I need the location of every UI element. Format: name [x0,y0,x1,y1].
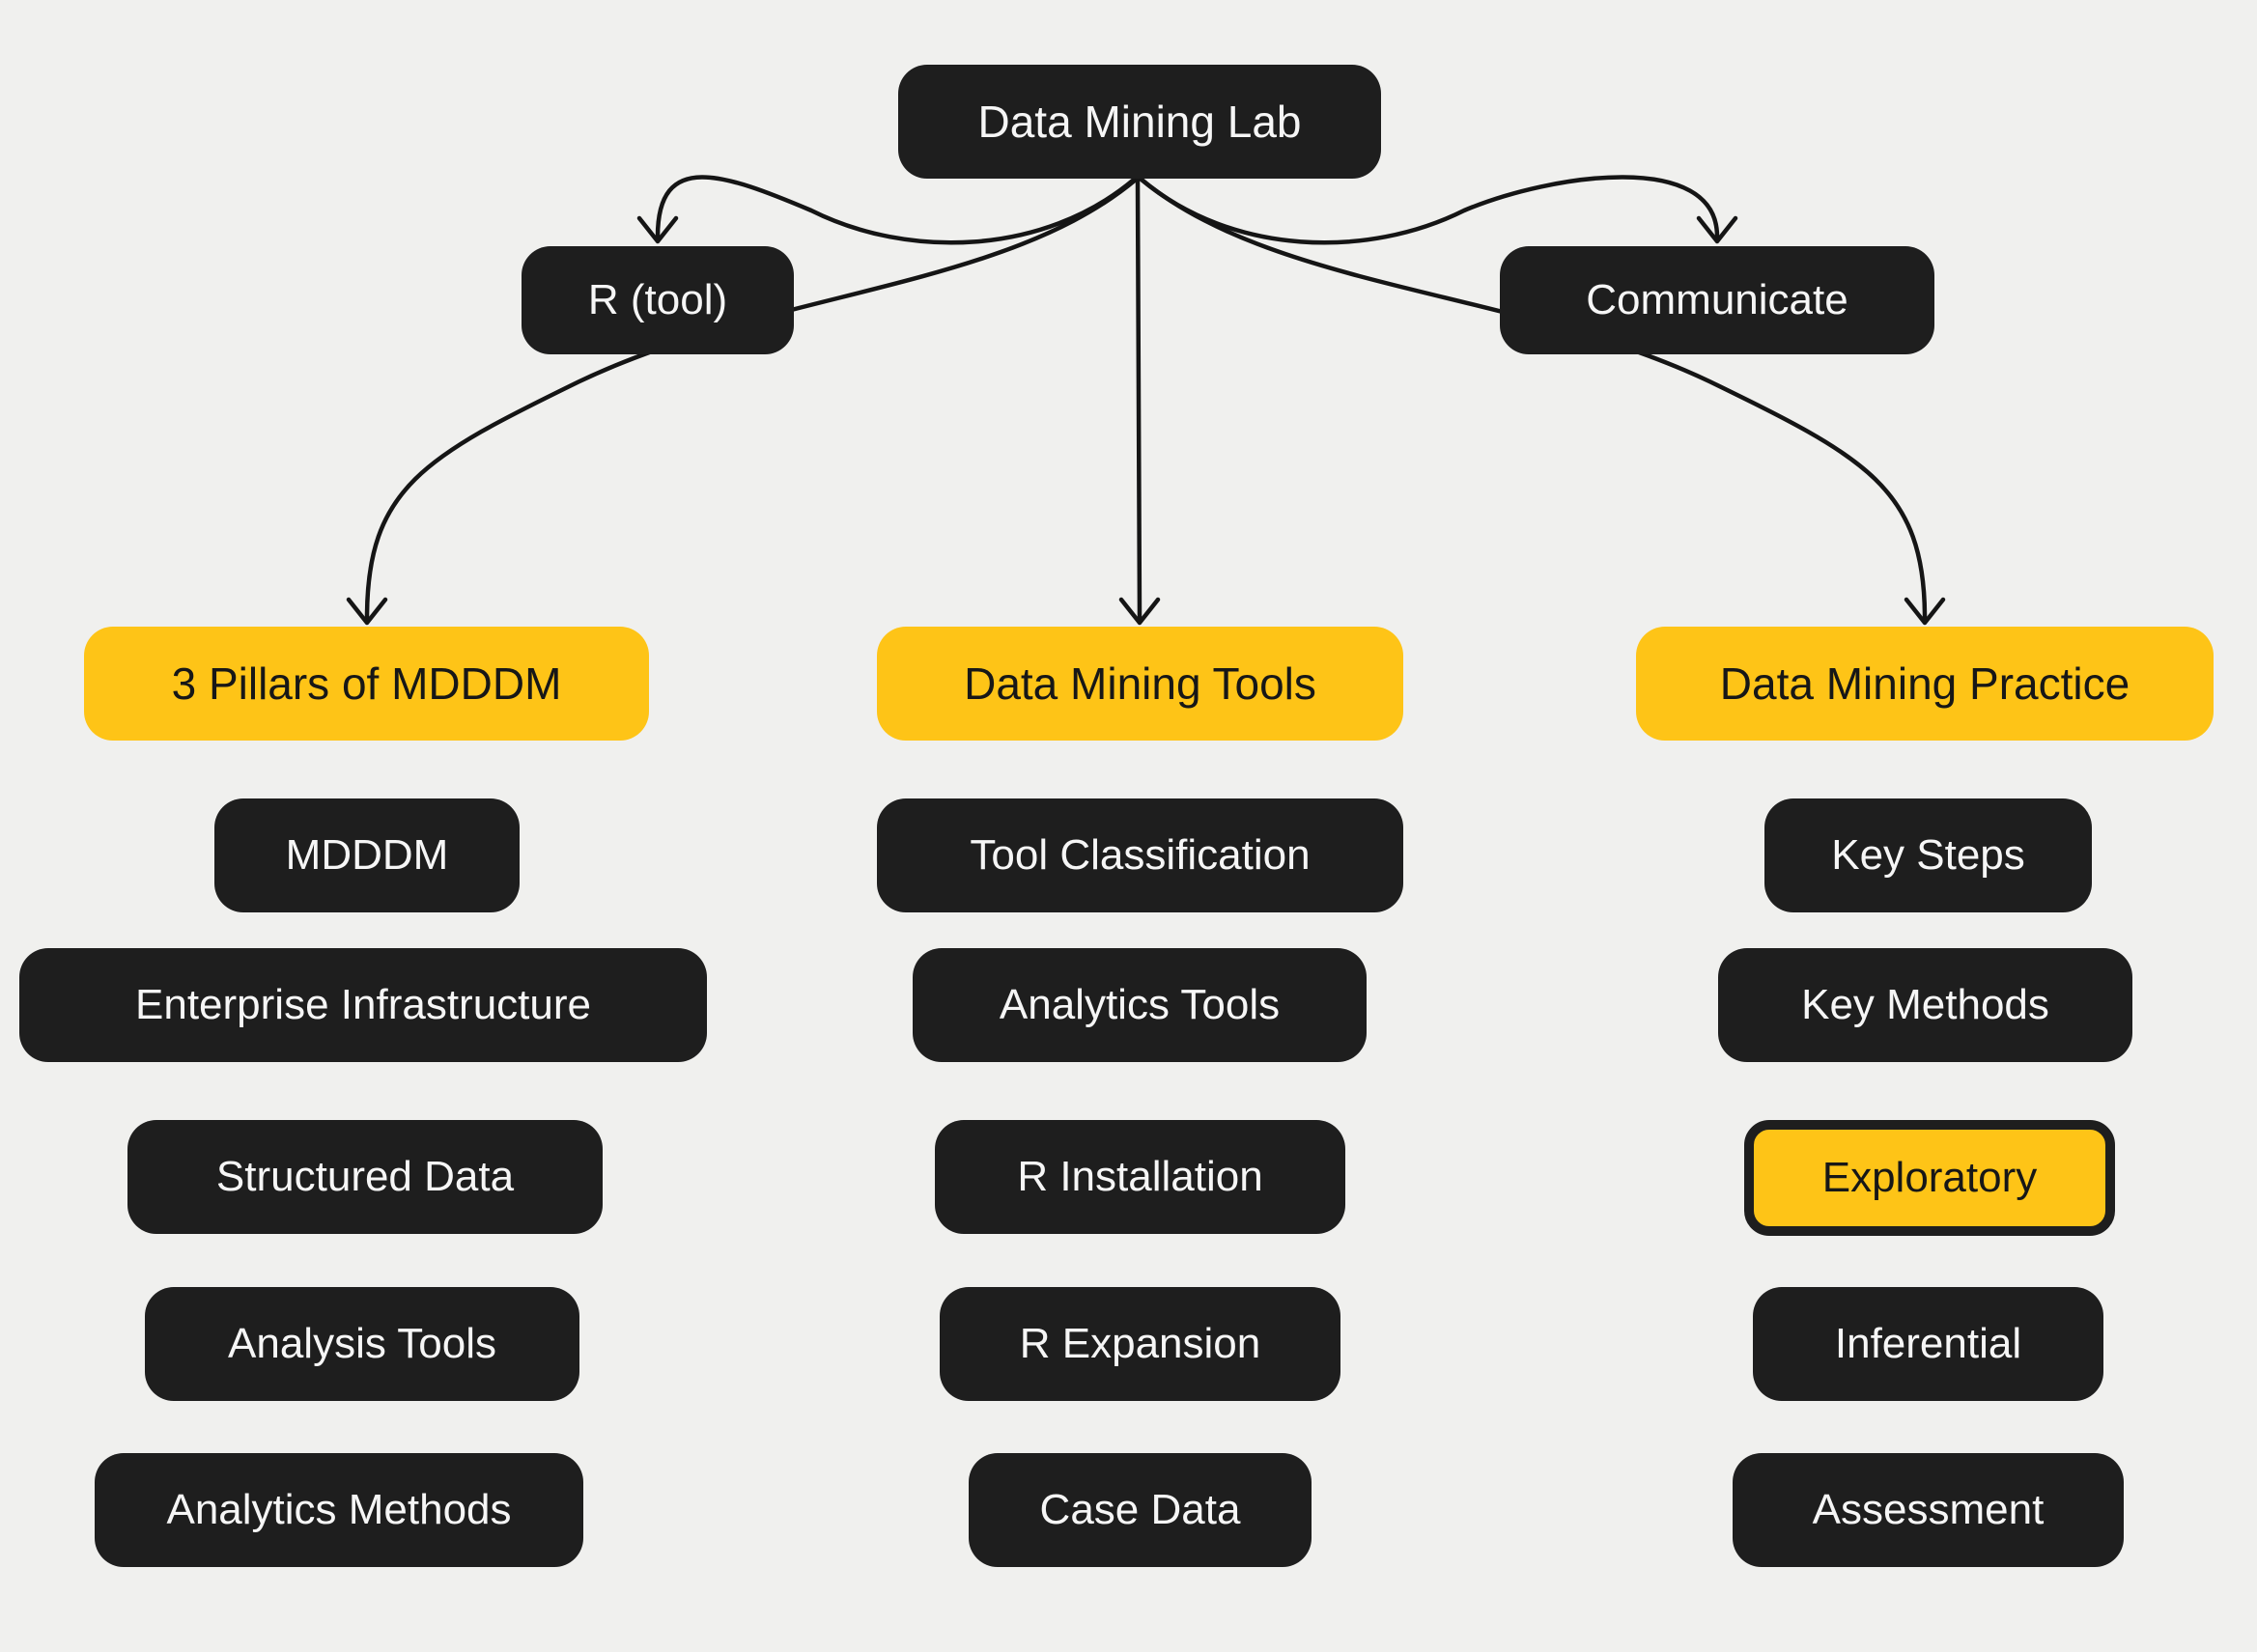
node-inferential[interactable]: Inferential [1753,1287,2103,1401]
arrow-root-to-communicate [1139,175,1720,245]
node-3-pillars-of-mdddm[interactable]: 3 Pillars of MDDDM [84,627,649,741]
node-label: Exploratory [1821,1154,2038,1201]
node-label: Case Data [1039,1486,1241,1533]
node-data-mining-practice[interactable]: Data Mining Practice [1636,627,2214,741]
node-label: Key Steps [1831,831,2025,879]
node-label: Data Mining Tools [964,658,1316,709]
node-assessment[interactable]: Assessment [1733,1453,2124,1567]
node-label: MDDDM [285,831,449,879]
node-case-data[interactable]: Case Data [969,1453,1312,1567]
node-tool-classification[interactable]: Tool Classification [877,798,1403,912]
arrowhead-tools [1118,597,1161,626]
node-data-mining-tools[interactable]: Data Mining Tools [877,627,1403,741]
node-label: Assessment [1812,1486,2045,1533]
arrowhead-communicate [1696,215,1738,244]
node-exploratory[interactable]: Exploratory [1744,1120,2115,1236]
node-key-methods[interactable]: Key Methods [1718,948,2132,1062]
node-label: R (tool) [587,276,728,323]
node-key-steps[interactable]: Key Steps [1764,798,2092,912]
node-analytics-methods[interactable]: Analytics Methods [95,1453,583,1567]
node-label: Communicate [1586,276,1848,323]
node-label: Inferential [1834,1320,2022,1367]
node-analytics-tools[interactable]: Analytics Tools [913,948,1367,1062]
node-label: R Installation [1017,1153,1263,1200]
node-label: Data Mining Practice [1719,658,2130,709]
node-label: Analytics Tools [999,981,1281,1028]
node-label: 3 Pillars of MDDDM [171,658,562,709]
node-communicate[interactable]: Communicate [1500,246,1934,354]
node-label: Structured Data [215,1153,515,1200]
arrowhead-pillars [346,597,388,626]
node-mdddm[interactable]: MDDDM [214,798,520,912]
node-analysis-tools[interactable]: Analysis Tools [145,1287,579,1401]
node-label: Tool Classification [970,831,1311,879]
node-r-tool[interactable]: R (tool) [522,246,794,354]
node-label: Enterprise Infrastructure [135,981,591,1028]
arrow-root-to-tools [1135,177,1143,621]
arrowhead-r-tool [636,215,679,244]
node-label: Key Methods [1801,981,2049,1028]
node-r-expansion[interactable]: R Expansion [940,1287,1340,1401]
node-data-mining-lab[interactable]: Data Mining Lab [898,65,1381,179]
node-structured-data[interactable]: Structured Data [127,1120,603,1234]
node-label: R Expansion [1019,1320,1261,1367]
node-label: Data Mining Lab [977,97,1302,147]
arrowhead-practice [1904,597,1946,626]
node-enterprise-infrastructure[interactable]: Enterprise Infrastructure [19,948,707,1062]
node-label: Analytics Methods [166,1486,512,1533]
node-r-installation[interactable]: R Installation [935,1120,1345,1234]
node-label: Analysis Tools [228,1320,496,1367]
arrow-root-to-r-tool [655,175,1137,245]
